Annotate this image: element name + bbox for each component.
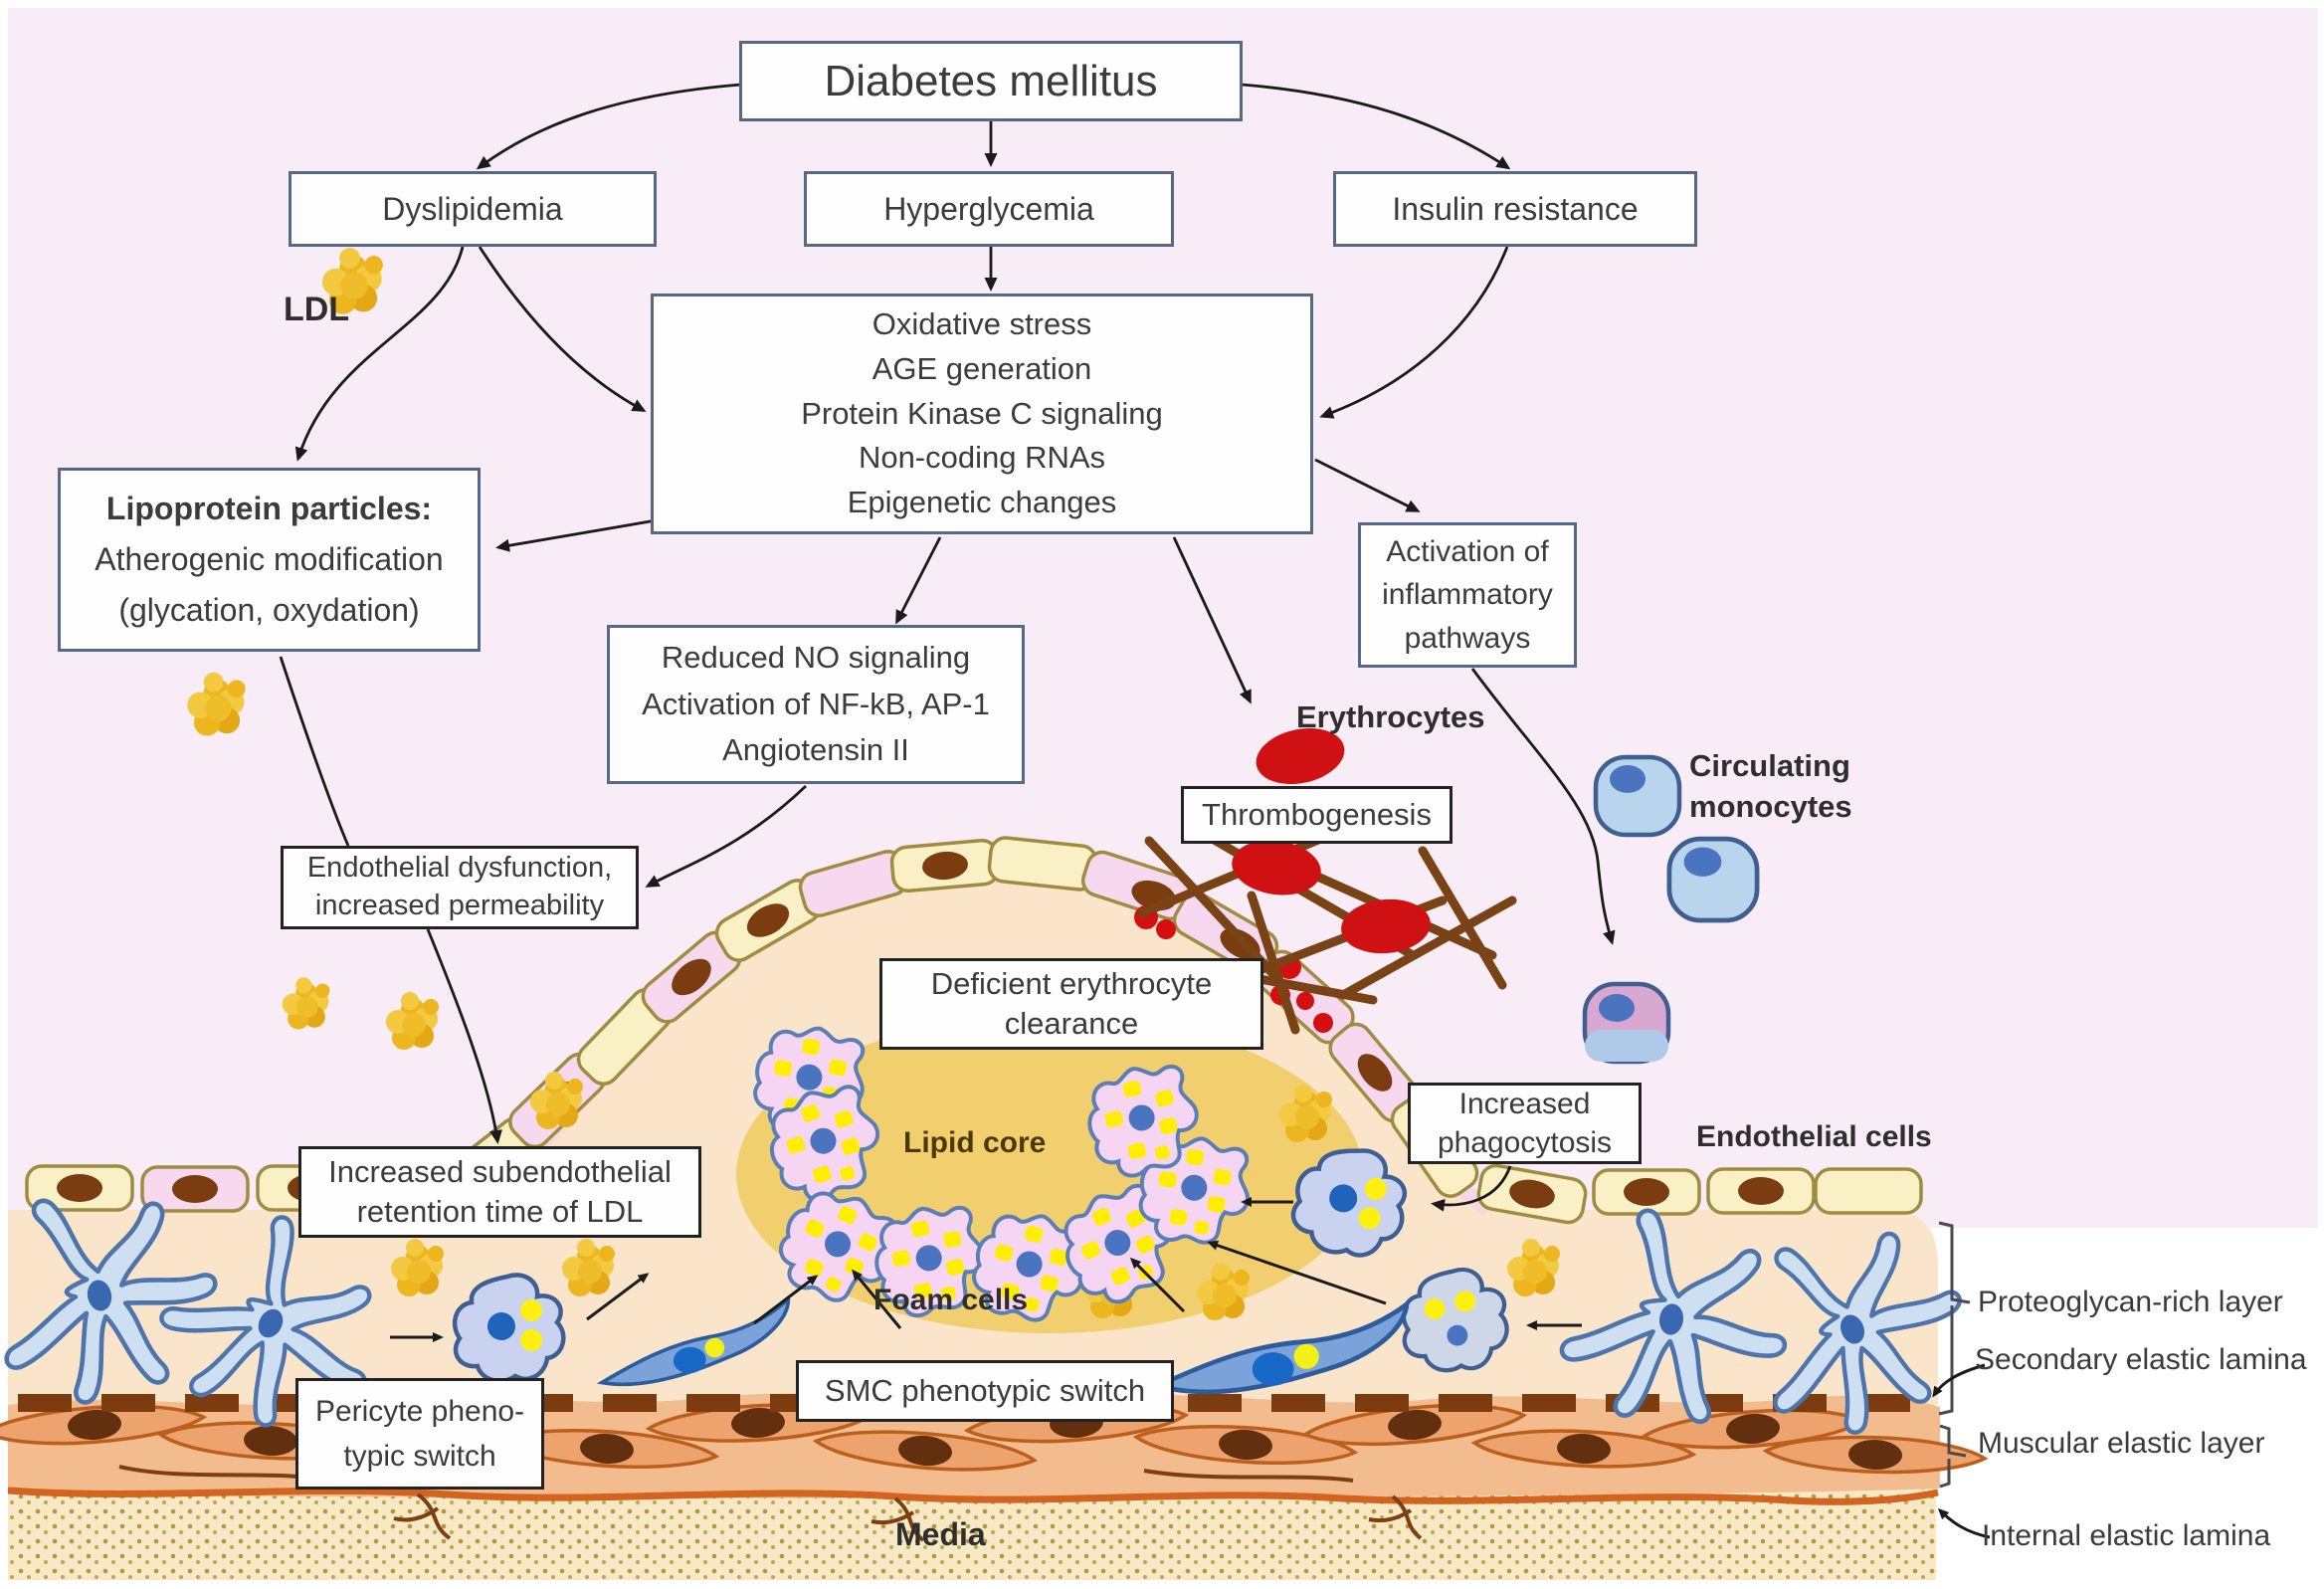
lipid-core-label: Lipid core: [903, 1126, 1047, 1159]
circulating-monocytes-label: Circulating monocytes: [1689, 748, 1852, 824]
cell-arrows: [390, 1197, 1582, 1342]
node-lipoprotein-particles: Lipoprotein particles: Atherogenic modif…: [58, 468, 481, 652]
node-hyperglycemia: Hyperglycemia: [804, 171, 1174, 247]
annotation-pericyte-switch: Pericyte pheno- typic switch: [295, 1378, 544, 1490]
node-inflammatory-pathways: Activation of inflammatory pathways: [1358, 522, 1577, 668]
proteoglycan-layer-label: Proteoglycan-rich layer: [1978, 1286, 2283, 1318]
media-label: Media: [895, 1516, 986, 1552]
annotation-ldl-retention: Increased subendothelial retention time …: [298, 1146, 701, 1238]
internal-elastic-lamina-line: [7, 1487, 1939, 1505]
node-dyslipidemia: Dyslipidemia: [289, 171, 657, 247]
node-mechanisms: Oxidative stress AGE generation Protein …: [651, 294, 1313, 534]
node-diabetes-mellitus: Diabetes mellitus: [739, 41, 1243, 121]
node-insulin-resistance: Insulin resistance: [1333, 171, 1697, 247]
node-diabetes-label: Diabetes mellitus: [824, 57, 1158, 105]
layer-brackets: [1938, 1221, 1971, 1489]
annotation-deficient-clearance: Deficient erythrocyte clearance: [879, 958, 1263, 1050]
erythrocytes-label: Erythrocytes: [1296, 699, 1485, 734]
muscular-layer-label: Muscular elastic layer: [1978, 1427, 2265, 1460]
layer-leader-arrows: [1932, 1363, 1991, 1539]
annotation-smc-switch: SMC phenotypic switch: [796, 1360, 1174, 1422]
media-layer: [8, 1489, 1936, 1580]
monocyte-icon: [1582, 757, 1757, 1065]
annotation-endothelial-dysfunction: Endothelial dysfunction, increased perme…: [281, 846, 639, 929]
transitioning-cell-icon: [455, 1138, 1509, 1381]
node-no-signaling: Reduced NO signaling Activation of NF-kB…: [607, 625, 1025, 784]
ldl-label: LDL: [284, 291, 350, 328]
foam-cells-label: Foam cells: [873, 1284, 1029, 1316]
internal-lamina-label: Internal elastic lamina: [1982, 1519, 2271, 1552]
media-fibers: [118, 1465, 1423, 1542]
secondary-lamina-label: Secondary elastic lamina: [1975, 1343, 2307, 1376]
annotation-thrombogenesis: Thrombogenesis: [1181, 786, 1452, 844]
endothelial-cells-label: Endothelial cells: [1696, 1120, 1932, 1153]
annotation-increased-phagocytosis: Increased phagocytosis: [1408, 1083, 1642, 1164]
